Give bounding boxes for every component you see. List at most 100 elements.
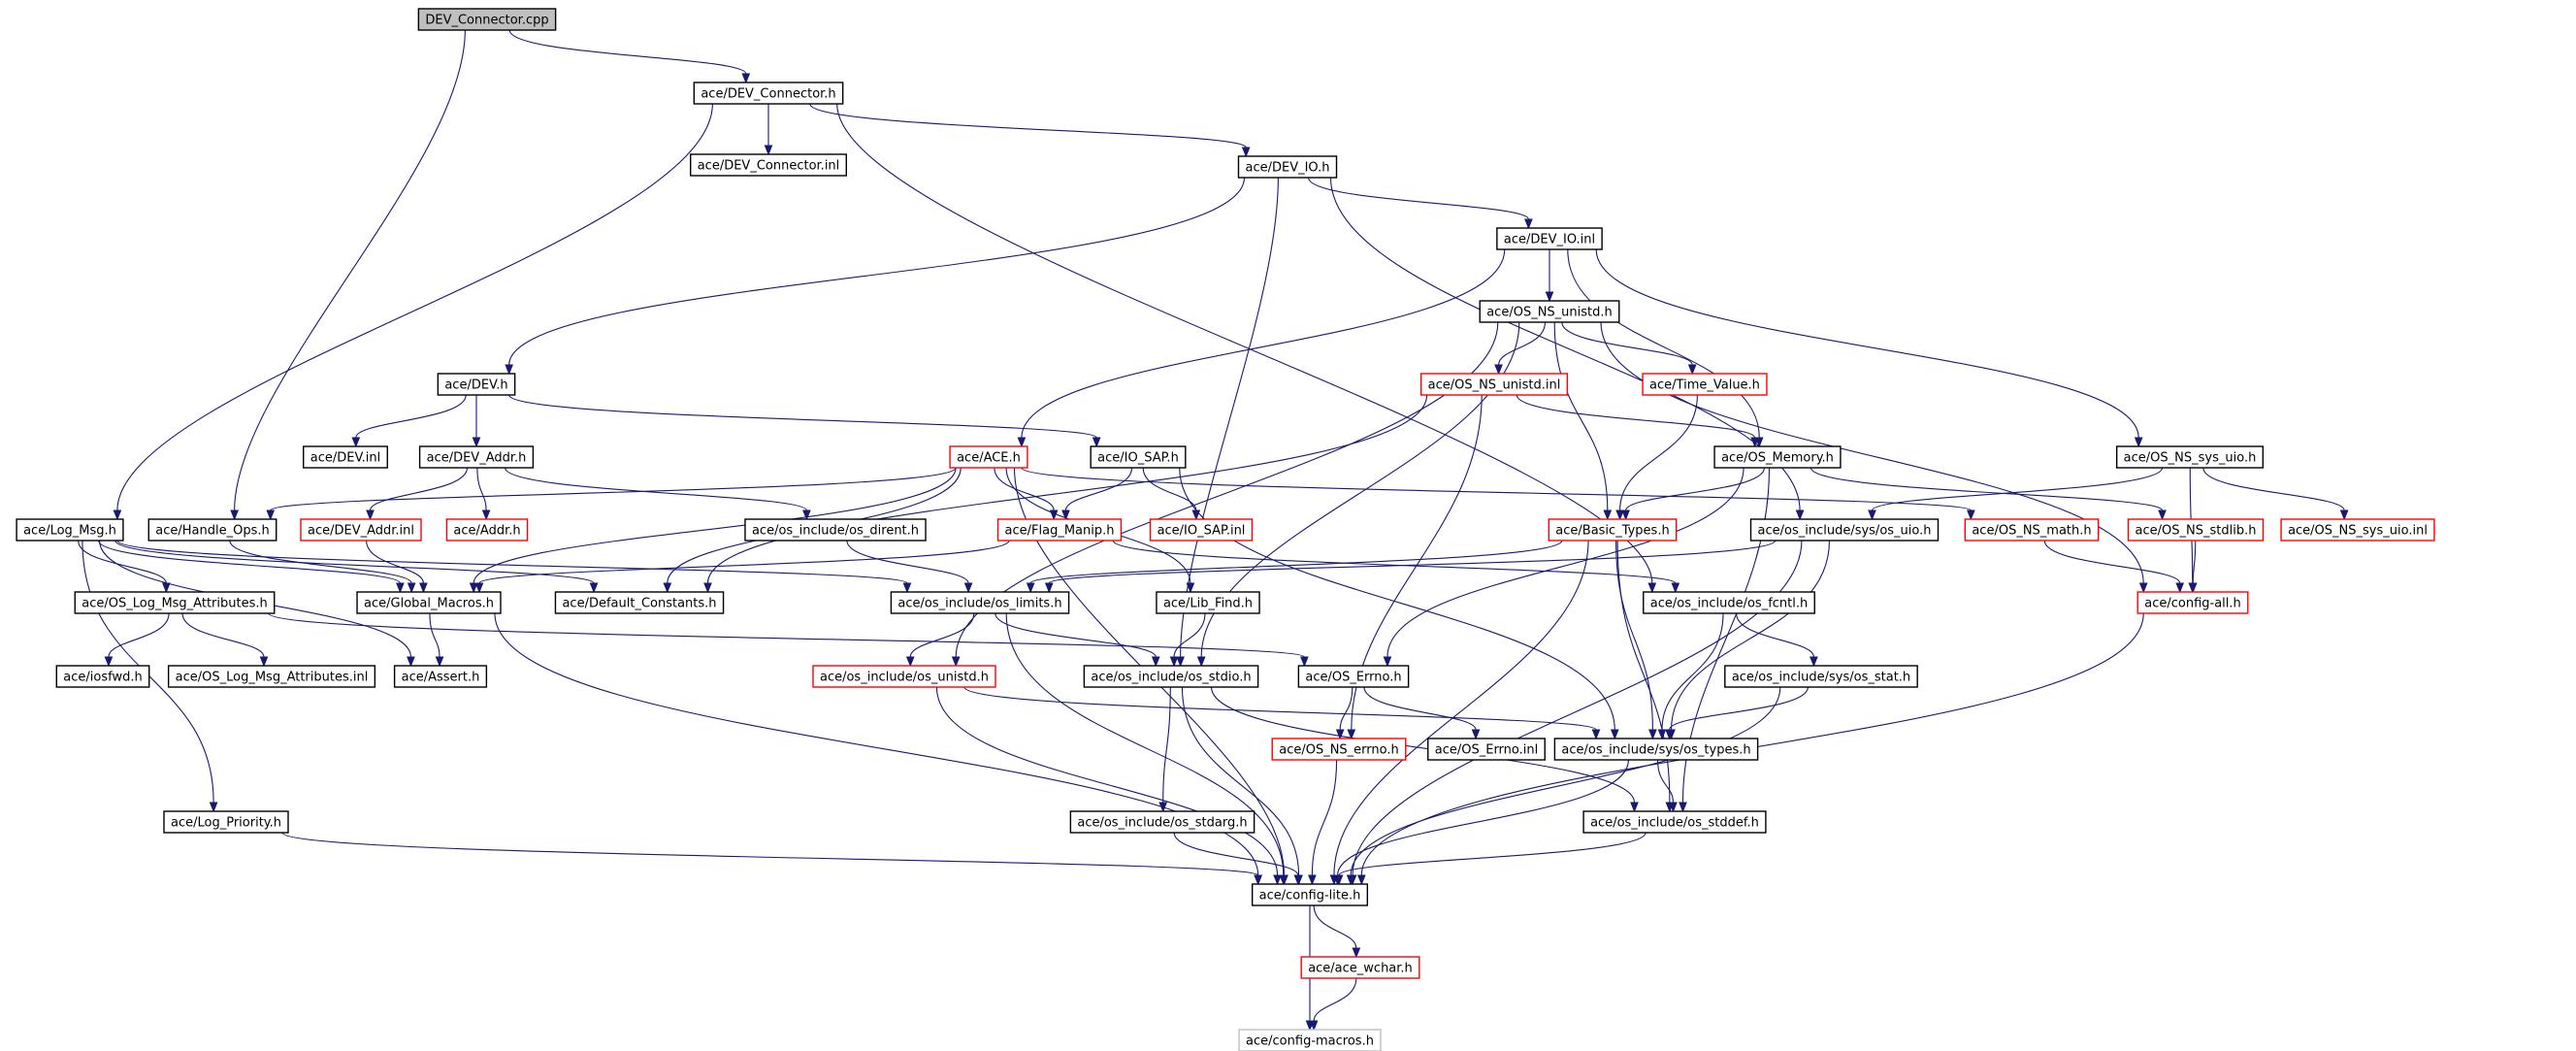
node-handle-ops-h[interactable]: ace/Handle_Ops.h bbox=[147, 518, 277, 542]
node-box bbox=[1251, 883, 1369, 906]
node-log-priority-h[interactable]: ace/Log_Priority.h bbox=[163, 810, 289, 834]
node-box bbox=[1300, 956, 1420, 979]
node-sys-os-stat-h[interactable]: ace/os_include/sys/os_stat.h bbox=[1724, 665, 1918, 688]
node-label: ace/Lib_Find.h bbox=[1163, 597, 1253, 611]
edge-dev-io-h-to-dev-h bbox=[505, 177, 1246, 376]
edge-arrowhead bbox=[407, 582, 416, 594]
edge-line bbox=[1615, 540, 1653, 731]
node-os-ns-math-h[interactable]: ace/OS_NS_math.h bbox=[1964, 518, 2100, 542]
node-label: ace/os_include/os_dirent.h bbox=[752, 524, 919, 539]
node-os-log-msg-attributes-h[interactable]: ace/OS_Log_Msg_Attributes.h bbox=[74, 591, 276, 614]
edge-arrowhead bbox=[1273, 874, 1282, 886]
node-dev-connector-h[interactable]: ace/DEV_Connector.h bbox=[693, 82, 844, 105]
edge-arrowhead bbox=[259, 656, 269, 668]
node-log-msg-h[interactable]: ace/Log_Msg.h bbox=[16, 518, 124, 542]
node-sys-os-uio-h[interactable]: ace/os_include/sys/os_uio.h bbox=[1749, 518, 1940, 542]
edge-line bbox=[1625, 467, 1765, 511]
node-box bbox=[1069, 810, 1255, 834]
edge-arrowhead bbox=[1591, 729, 1601, 740]
edge-line bbox=[366, 540, 424, 584]
node-lib-find-h[interactable]: ace/Lib_Find.h bbox=[1156, 591, 1260, 614]
node-ace-h[interactable]: ace/ACE.h bbox=[949, 445, 1028, 469]
node-label: ace/config-lite.h bbox=[1259, 889, 1361, 903]
node-dev-io-h[interactable]: ace/DEV_IO.h bbox=[1237, 155, 1338, 179]
node-os-fcntl-h[interactable]: ace/os_include/os_fcntl.h bbox=[1643, 591, 1815, 614]
node-flag-manip-h[interactable]: ace/Flag_Manip.h bbox=[996, 518, 1123, 542]
node-iosfwd-h[interactable]: ace/iosfwd.h bbox=[55, 665, 150, 688]
edge-arrowhead bbox=[1158, 802, 1168, 813]
edge-line bbox=[1567, 248, 1760, 439]
node-label: ace/iosfwd.h bbox=[63, 671, 142, 685]
edge-os-ns-math-h-to-config-all-h bbox=[2043, 540, 2185, 594]
node-config-lite-h[interactable]: ace/config-lite.h bbox=[1251, 883, 1369, 906]
edge-line bbox=[270, 467, 957, 511]
edge-line bbox=[2202, 467, 2345, 511]
node-os-ns-sys-uio-inl[interactable]: ace/OS_NS_sys_uio.inl bbox=[2280, 518, 2435, 542]
edge-arrowhead bbox=[1254, 874, 1263, 886]
edge-line bbox=[1173, 832, 1299, 876]
node-box bbox=[74, 591, 276, 614]
node-os-log-msg-attributes-inl[interactable]: ace/OS_Log_Msg_Attributes.inl bbox=[167, 665, 376, 688]
node-io-sap-h[interactable]: ace/IO_SAP.h bbox=[1090, 445, 1187, 469]
node-os-ns-unistd-h[interactable]: ace/OS_NS_unistd.h bbox=[1479, 300, 1620, 323]
node-os-unistd-h[interactable]: ace/os_include/os_unistd.h bbox=[812, 665, 996, 688]
node-dev-connector-inl[interactable]: ace/DEV_Connector.inl bbox=[690, 153, 847, 177]
node-os-limits-h[interactable]: ace/os_include/os_limits.h bbox=[890, 591, 1070, 614]
node-os-ns-errno-h[interactable]: ace/OS_NS_errno.h bbox=[1271, 738, 1407, 761]
edge-line bbox=[1180, 177, 1279, 658]
node-os-errno-inl[interactable]: ace/OS_Errno.inl bbox=[1427, 738, 1546, 761]
node-os-memory-h[interactable]: ace/OS_Memory.h bbox=[1713, 445, 1842, 469]
edge-arrowhead bbox=[1186, 582, 1195, 594]
node-time-value-h[interactable]: ace/Time_Value.h bbox=[1642, 373, 1768, 396]
edge-line bbox=[1386, 467, 1745, 658]
node-box bbox=[1553, 738, 1759, 761]
edge-arrowhead bbox=[1026, 582, 1035, 594]
node-config-all-h[interactable]: ace/config-all.h bbox=[2136, 591, 2249, 614]
node-os-stdio-h[interactable]: ace/os_include/os_stdio.h bbox=[1083, 665, 1259, 688]
node-os-ns-stdlib-h[interactable]: ace/OS_NS_stdlib.h bbox=[2127, 518, 2265, 542]
node-dev-io-inl[interactable]: ace/DEV_IO.inl bbox=[1496, 227, 1603, 250]
edge-arrowhead bbox=[1151, 656, 1160, 668]
edge-arrowhead bbox=[741, 73, 751, 84]
node-box bbox=[1237, 155, 1338, 179]
node-os-ns-sys-uio-h[interactable]: ace/OS_NS_sys_uio.h bbox=[2115, 445, 2265, 469]
node-dev-h[interactable]: ace/DEV.h bbox=[437, 373, 516, 396]
node-assert-h[interactable]: ace/Assert.h bbox=[393, 665, 488, 688]
edge-ace-h-to-flag-manip-h bbox=[994, 467, 1059, 521]
node-ace-wchar-h[interactable]: ace/ace_wchar.h bbox=[1300, 956, 1420, 979]
edge-line bbox=[508, 394, 1097, 439]
edge-log-msg-h-to-default-constants-h bbox=[114, 540, 599, 594]
node-addr-h[interactable]: ace/Addr.h bbox=[445, 518, 529, 542]
node-os-dirent-h[interactable]: ace/os_include/os_dirent.h bbox=[744, 518, 927, 542]
node-dev-addr-inl[interactable]: ace/DEV_Addr.inl bbox=[300, 518, 422, 542]
node-label: ace/os_include/os_stddef.h bbox=[1590, 816, 1759, 831]
edge-io-sap-h-to-sys-os-types-h bbox=[1179, 467, 1619, 740]
node-sys-os-types-h[interactable]: ace/os_include/sys/os_types.h bbox=[1553, 738, 1759, 761]
edge-arrowhead bbox=[2138, 582, 2148, 594]
node-global-macros-h[interactable]: ace/Global_Macros.h bbox=[356, 591, 502, 614]
node-io-sap-inl[interactable]: ace/IO_SAP.inl bbox=[1149, 518, 1254, 542]
edge-arrowhead bbox=[1352, 947, 1361, 959]
node-dev-addr-h[interactable]: ace/DEV_Addr.h bbox=[418, 445, 535, 469]
node-default-constants-h[interactable]: ace/Default_Constants.h bbox=[554, 591, 725, 614]
edge-ace-wchar-h-to-config-macros-h bbox=[1309, 977, 1357, 1032]
node-dev-inl[interactable]: ace/DEV.inl bbox=[303, 445, 388, 469]
node-label: ace/ace_wchar.h bbox=[1308, 962, 1413, 976]
node-os-errno-h[interactable]: ace/OS_Errno.h bbox=[1297, 665, 1410, 688]
edge-os-memory-h-to-os-errno-h bbox=[1383, 467, 1745, 668]
edge-arrowhead bbox=[1356, 874, 1366, 886]
node-box bbox=[300, 518, 422, 542]
node-os-stddef-h[interactable]: ace/os_include/os_stddef.h bbox=[1582, 810, 1767, 834]
edge-line bbox=[1350, 686, 1781, 876]
edge-arrowhead bbox=[1092, 437, 1101, 448]
edge-arrowhead bbox=[1191, 509, 1201, 521]
node-config-macros-h[interactable]: ace/config-macros.h bbox=[1238, 1029, 1382, 1051]
node-os-ns-unistd-inl[interactable]: ace/OS_NS_unistd.inl bbox=[1419, 373, 1569, 396]
node-label: ace/os_include/sys/os_uio.h bbox=[1758, 524, 1932, 539]
node-os-stdarg-h[interactable]: ace/os_include/os_stdarg.h bbox=[1069, 810, 1255, 834]
node-box bbox=[812, 665, 996, 688]
node-basic-types-h[interactable]: ace/Basic_Types.h bbox=[1548, 518, 1678, 542]
edge-arrowhead bbox=[1630, 802, 1639, 813]
edge-arrowhead bbox=[396, 582, 405, 594]
node-dev-connector-cpp[interactable]: DEV_Connector.cpp bbox=[417, 8, 557, 31]
